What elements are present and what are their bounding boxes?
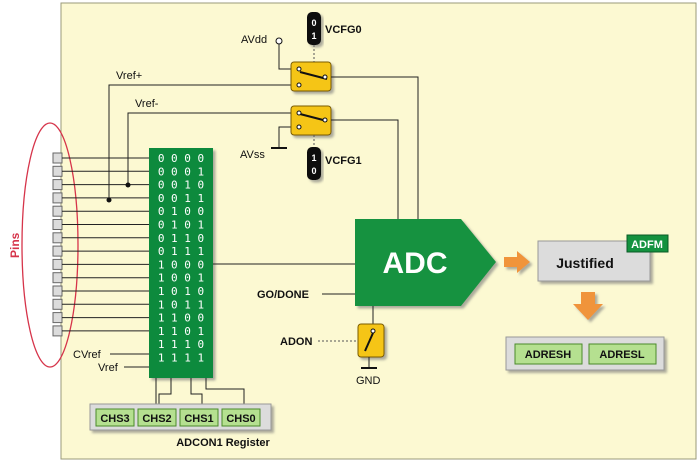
mux-code-row: 0 1 1 1 <box>158 245 204 258</box>
mux-code-row: 0 1 0 1 <box>158 219 204 232</box>
mux-code-row: 1 1 1 0 <box>158 338 204 351</box>
vref-label: Vref <box>98 362 119 374</box>
adon-switch <box>357 323 385 358</box>
vcfg1-switch-pivot <box>322 117 328 123</box>
vref-plus-out-wire <box>331 76 419 219</box>
vcfg0-switch-contact-b <box>296 82 302 88</box>
pin-connector <box>52 232 63 244</box>
chs-cell-label: CHS2 <box>142 413 171 425</box>
arrow-justified-to-result <box>573 292 603 320</box>
avdd-terminal <box>275 37 283 45</box>
vcfg0-switch-lever <box>299 71 328 80</box>
mux-code-row: 1 0 0 0 <box>158 258 204 271</box>
adresl-register <box>588 343 657 365</box>
pin-connector <box>52 205 63 217</box>
adresh-register <box>514 343 583 365</box>
mux-code-row: 1 1 0 0 <box>158 312 204 325</box>
select-wire-chs0 <box>205 378 245 405</box>
mux-code-row: 1 1 0 1 <box>158 325 204 338</box>
vref-plus-label: Vref+ <box>116 70 142 82</box>
adcon1-label: ADCON1 Register <box>176 437 270 449</box>
adresl-label: ADRESL <box>599 349 645 361</box>
vref-plus-wire <box>108 84 294 200</box>
vcfg0-label: VCFG0 <box>325 24 362 36</box>
justified-label: Justified <box>556 255 614 271</box>
vref-minus-wire <box>127 112 294 185</box>
vcfg1-switch-lever <box>299 113 328 122</box>
vcfg0-bit-bottom: 1 <box>311 31 316 41</box>
adfm-label: ADFM <box>631 239 663 251</box>
vref-minus-junction <box>125 182 131 188</box>
vref-minus-label: Vref- <box>135 98 159 110</box>
pin-connector <box>52 272 63 284</box>
pin-connector <box>52 192 63 204</box>
chs-cell <box>179 408 219 427</box>
vcfg0-switch-contact-a <box>296 66 302 72</box>
pin-connector <box>52 312 63 324</box>
select-wire-chs1 <box>190 378 203 405</box>
vref-minus-out-wire <box>331 119 399 219</box>
vcfg1-bit-top: 1 <box>311 153 316 163</box>
vcfg0-bit-top: 0 <box>311 18 316 28</box>
pin-connector <box>52 219 63 230</box>
chs-cell-label: CHS3 <box>100 413 129 425</box>
analog-multiplexer <box>149 148 213 378</box>
pin-connector <box>52 258 63 270</box>
mux-code-row: 1 0 1 0 <box>158 285 204 298</box>
vcfg1-bit-toggle <box>307 147 321 180</box>
pins-group-ellipse <box>21 122 79 368</box>
mux-code-row: 0 0 0 0 <box>158 152 204 165</box>
vcfg1-label: VCFG1 <box>325 155 362 167</box>
vcfg0-switch-pivot <box>322 74 328 80</box>
vcfg1-bit-bottom: 0 <box>311 166 316 176</box>
mux-code-row: 1 0 0 1 <box>158 272 204 285</box>
pins-label: Pins <box>8 232 22 258</box>
mux-code-row: 0 0 1 0 <box>158 179 204 192</box>
chs-bit-cells: CHS3 CHS2 CHS1 CHS0 <box>95 408 261 427</box>
mux-code-row: 0 0 1 1 <box>158 192 204 205</box>
adon-switch-lever <box>364 332 374 352</box>
go-done-label: GO/DONE <box>257 289 309 301</box>
mux-code-row: 1 1 1 1 <box>158 352 204 365</box>
vref-plus-junction <box>106 197 112 203</box>
chs-cell-label: CHS0 <box>226 413 255 425</box>
adon-label: ADON <box>280 336 312 348</box>
adc-label: ADC <box>383 247 448 280</box>
gnd-label: GND <box>356 375 381 387</box>
chs-cell <box>137 408 177 427</box>
pin-connectors <box>52 152 149 337</box>
adfm-bit <box>626 234 669 253</box>
vcfg1-switch-contact-b <box>296 124 302 130</box>
avdd-wire <box>278 44 294 70</box>
pin-connector <box>52 152 63 164</box>
vcfg0-bit-toggle <box>307 12 321 45</box>
adon-switch-contact <box>370 328 376 334</box>
cvref-label: CVref <box>73 349 102 361</box>
mux-code-table: 0 0 0 00 0 0 10 0 1 00 0 1 10 1 0 00 1 0… <box>158 152 204 365</box>
chs-cell-label: CHS1 <box>184 413 213 425</box>
pin-connector <box>52 285 63 297</box>
adresh-label: ADRESH <box>525 349 572 361</box>
chs-cell <box>221 408 261 427</box>
mux-code-row: 0 1 1 0 <box>158 232 204 245</box>
avdd-label: AVdd <box>241 34 267 46</box>
pin-connector <box>52 298 63 310</box>
avss-label: AVss <box>240 149 265 161</box>
mux-code-row: 0 1 0 0 <box>158 205 204 218</box>
chs-cell <box>95 408 135 427</box>
pin-connector <box>52 245 63 257</box>
mux-code-row: 1 0 1 1 <box>158 298 204 311</box>
mux-code-row: 0 0 0 1 <box>158 165 204 178</box>
select-wire-chs2 <box>158 378 172 405</box>
pin-connector <box>52 179 63 191</box>
arrow-adc-to-justified <box>504 251 530 273</box>
adc-block <box>355 219 496 306</box>
avss-wire <box>278 126 294 148</box>
pin-connector <box>52 325 63 337</box>
vcfg1-switch-contact-a <box>296 110 302 116</box>
pin-connector <box>52 165 63 177</box>
